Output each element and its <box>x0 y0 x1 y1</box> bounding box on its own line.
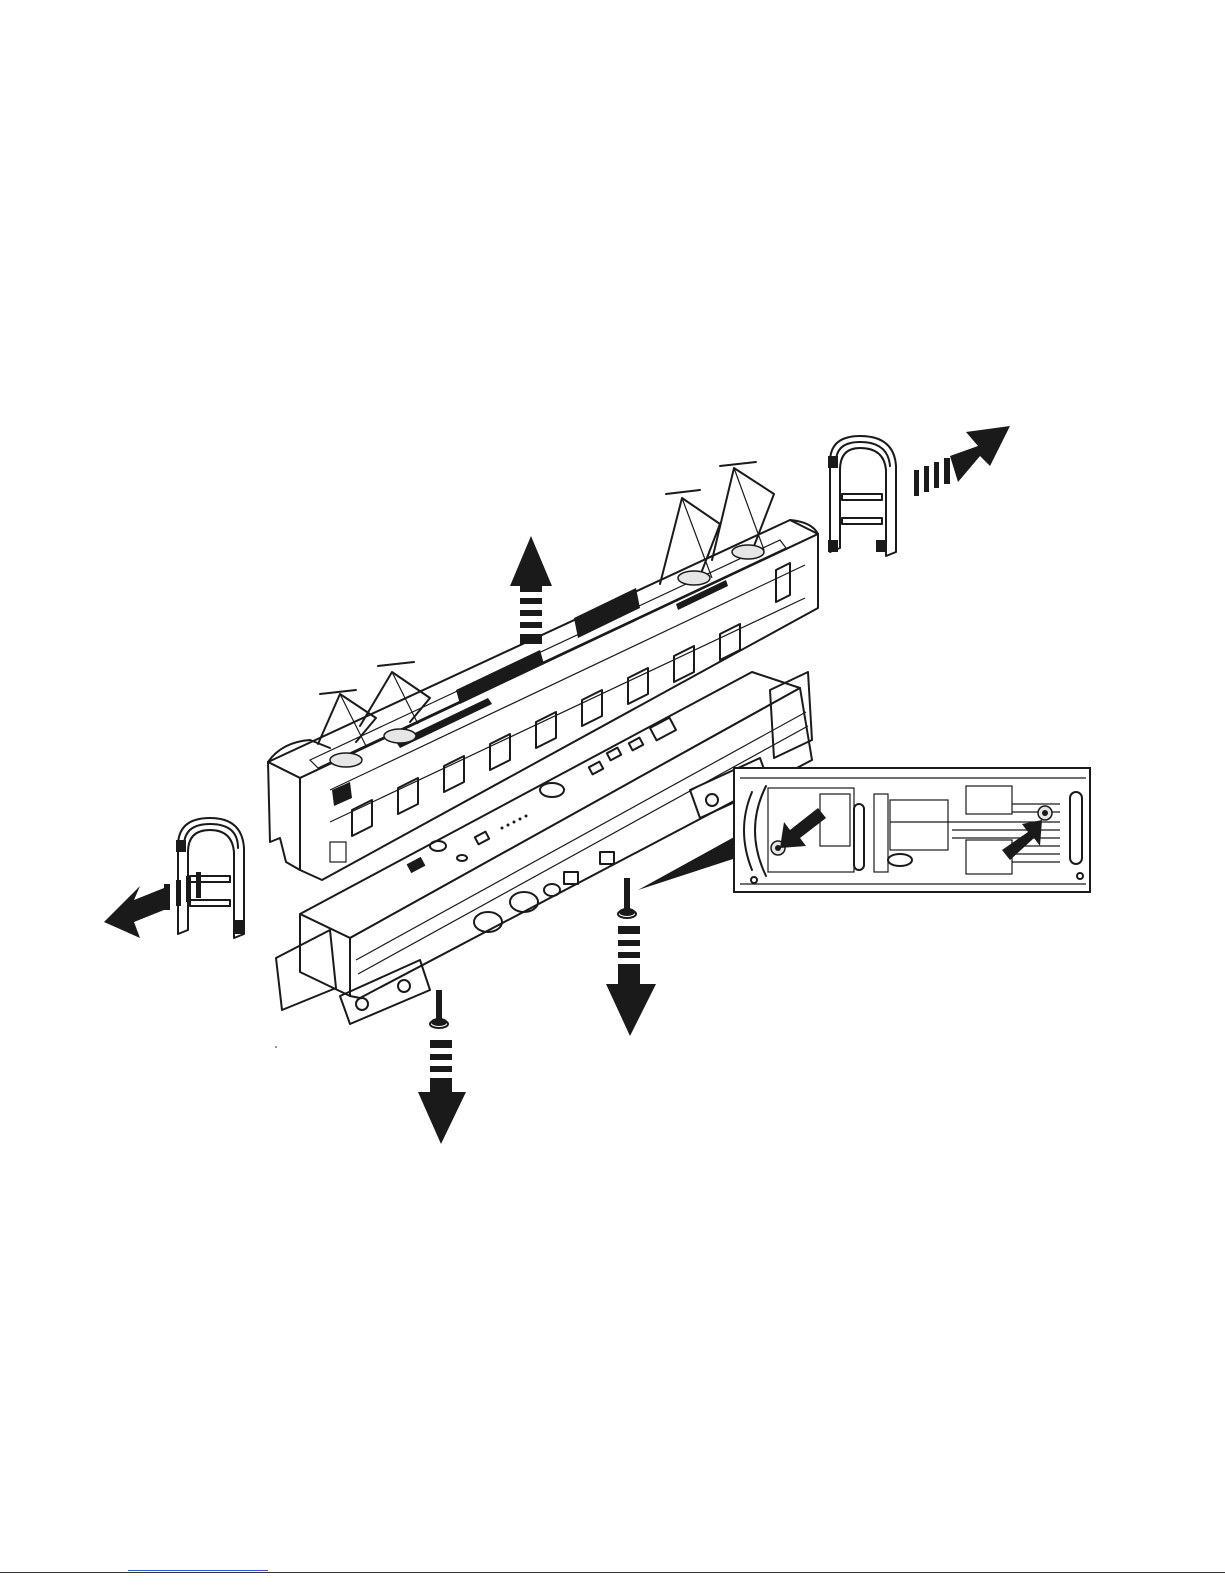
print-speck <box>275 1046 277 1048</box>
arrow-up-body <box>510 536 552 644</box>
inset-screw-right <box>1038 806 1052 820</box>
footer-rule <box>0 1572 1225 1573</box>
screw-front <box>618 878 636 918</box>
arrow-down-screw-front <box>606 926 656 1036</box>
footer-link-underline <box>128 1570 268 1571</box>
screw-rear <box>430 990 448 1028</box>
arrow-up-right-front-cap <box>914 426 1010 496</box>
arrow-down-screw-rear <box>418 1040 466 1144</box>
end-cap-front <box>828 436 896 556</box>
